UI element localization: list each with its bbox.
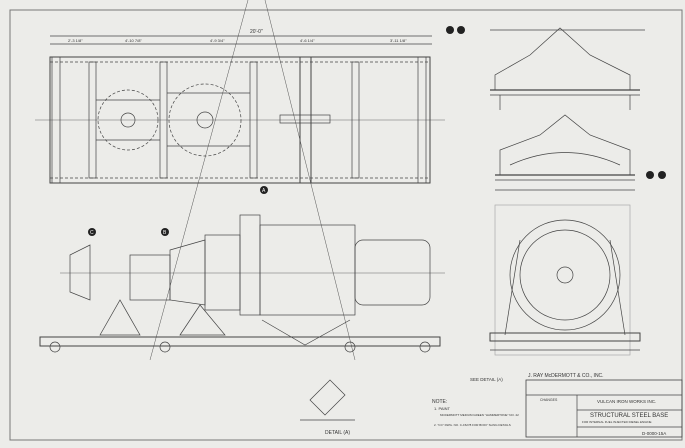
dimension-label: 4'-9 3/4" [210,38,225,43]
note-2: 2. "CC" DWG. NO. C-15278 FOR BODY SLING … [434,423,511,427]
end-elevation [489,204,641,356]
section-marker-b: B [163,230,167,236]
end-view-top [490,27,645,110]
changes-label: CHANGES [540,398,558,402]
title-block: J. RAY McDERMOTT & CO., INC. CHANGES VUL… [525,373,683,438]
note-1-detail: MCDERMOTT MEDIUM GREEN "HAMMERTONE" NO. … [440,413,519,417]
detail-label: DETAIL (A) [325,430,350,436]
construction-lines [149,0,356,361]
detail-a: DETAIL (A) [300,379,355,436]
company-name: J. RAY McDERMOTT & CO., INC. [528,373,604,379]
drawing-border [9,9,683,441]
note-1: 1. PAINT [434,406,450,411]
dimension-label: 2'-3 1/8" [68,38,83,43]
dimension-label: 4'-10 7/8" [125,38,142,43]
see-detail-label: SEE DETAIL (A) [470,377,503,382]
drawing-subtitle: FOR INTERNAL FUEL INJECTED DIESEL ENGINE [582,420,652,424]
dimension-label: 3'-11 1/8" [390,38,407,43]
section-markers: A B C [88,26,666,236]
section-marker-a: A [262,188,266,194]
drawing-number: D-0000-15A [642,431,666,436]
overall-dimension: 20'-0" [250,29,263,35]
side-elevation [39,214,445,353]
drawing-title: STRUCTURAL STEEL BASE [590,413,668,419]
note-heading: NOTE: [432,399,447,405]
section-marker-c: C [90,230,94,236]
dimension-label: 4'-6 1/4" [300,38,315,43]
plan-view: 20'-0" 2'-3 1/8" 4'-10 7/8" 4'-9 3/4" 4'… [35,29,445,184]
manufacturer: VULCAN IRON WORKS INC. [597,399,656,404]
notes: NOTE: 1. PAINT MCDERMOTT MEDIUM GREEN "H… [432,399,519,427]
end-view-middle [495,114,635,191]
